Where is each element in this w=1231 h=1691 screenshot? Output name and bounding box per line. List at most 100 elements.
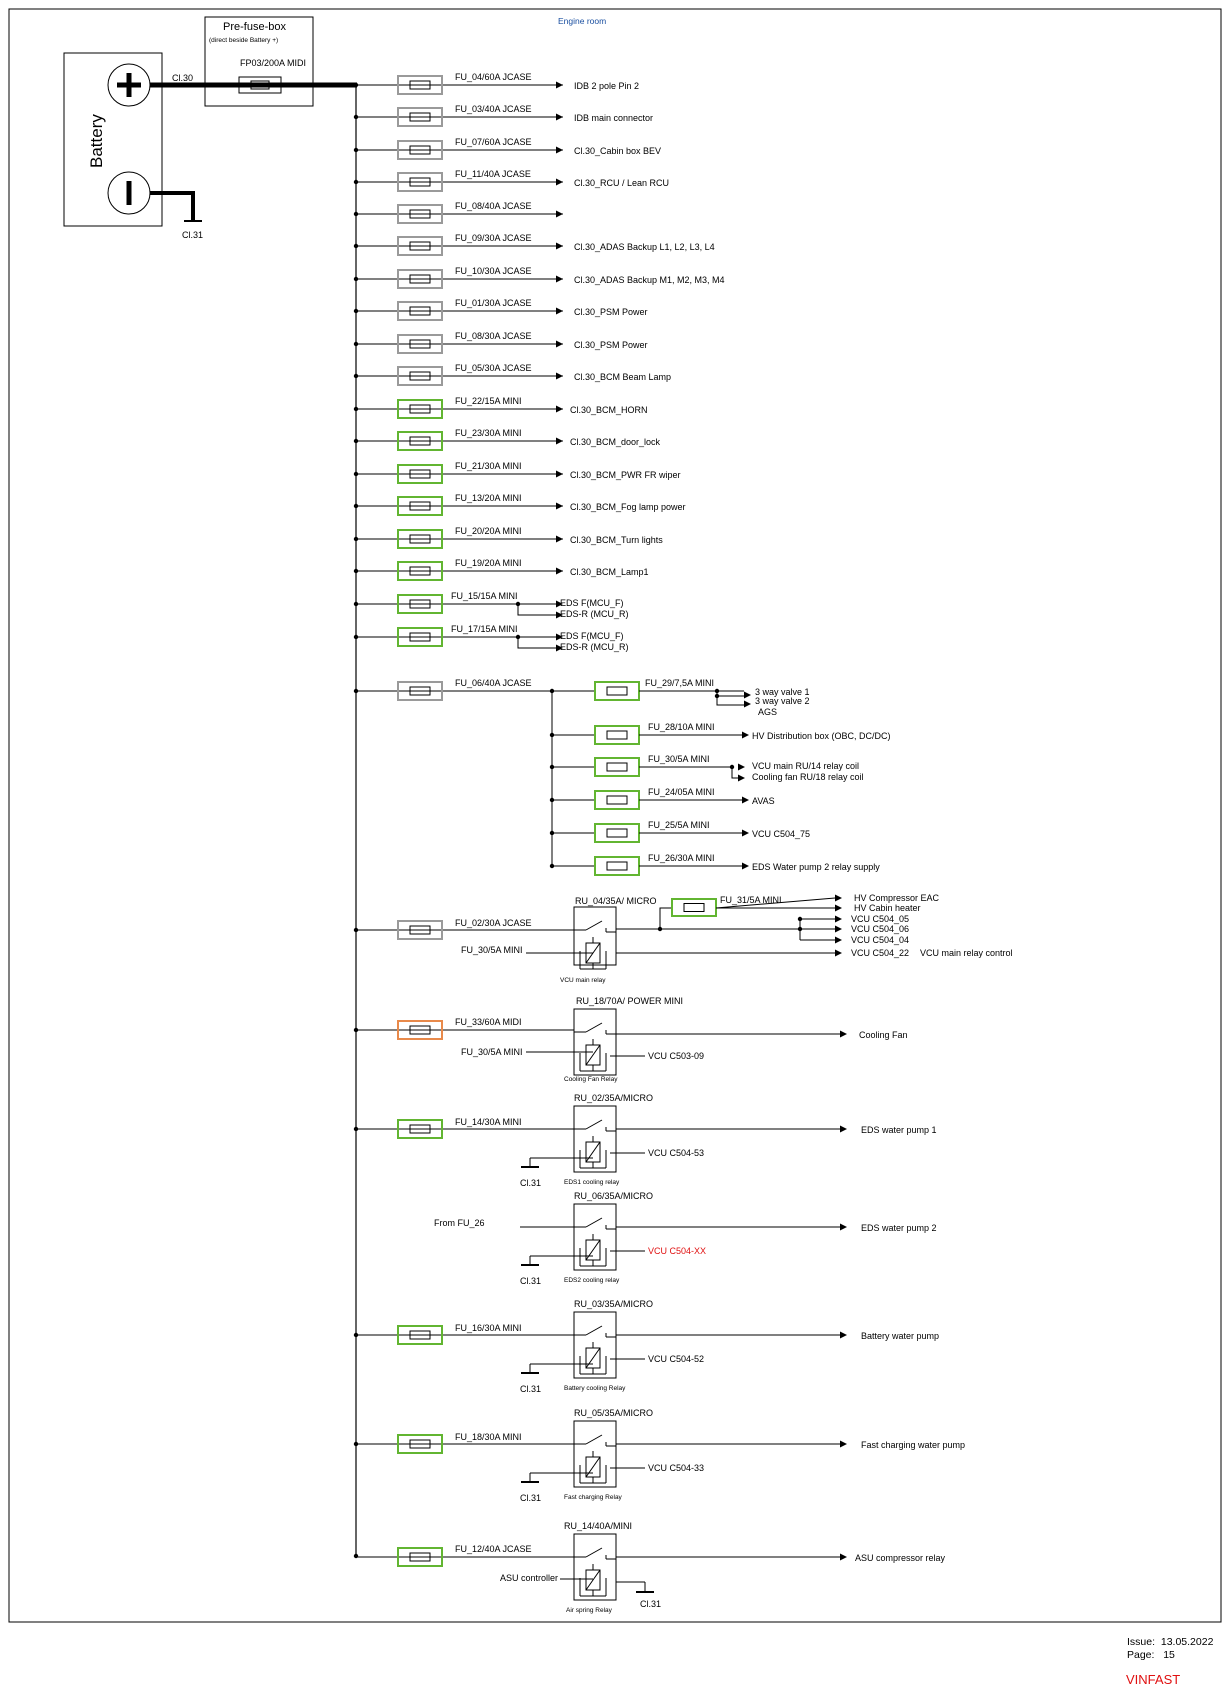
fuse-icon [397,301,443,321]
fuse-icon [397,496,443,516]
fuse-target: AGS [758,707,777,717]
fuse-label: FU_33/60A MIDI [455,1017,522,1027]
fuse-icon [397,681,443,701]
fuse-element-icon [409,404,431,414]
arrow-icon [840,1553,847,1561]
fuse-element-icon [409,469,431,479]
relay-target: HV Cabin heater [854,903,921,913]
junction-dot [353,114,359,120]
fuse-icon [397,399,443,419]
arrow-icon [744,700,751,708]
ground-label: Cl.31 [520,1178,541,1188]
fuse-label: FU_25/5A MINI [648,820,710,830]
junction-dot [353,243,359,249]
fuse-target: EDS-R (MCU_R) [560,642,629,652]
fuse-icon [397,107,443,127]
brand-logo: VINFAST [1126,1672,1181,1687]
fuse-element-icon [409,599,431,609]
junction-dot [353,147,359,153]
fuse-target: Cl.30_Cabin box BEV [574,146,661,156]
fuse-element-icon [409,566,431,576]
fuse-icon [594,725,640,745]
prefuse-fuse-label: FP03/200A MIDI [240,58,306,68]
fuse-target: Cl.30_RCU / Lean RCU [574,178,669,188]
relay-caption: Battery cooling Relay [564,1385,626,1392]
fuse-element-icon [606,686,628,696]
arrow-icon [742,829,749,837]
fuse-label: FU_11/40A JCASE [455,169,531,179]
relay-vcu: VCU C504-53 [648,1148,704,1158]
fuse-label: FU_18/30A MINI [455,1432,522,1442]
fuse-target: Cl.30_BCM_door_lock [570,437,661,447]
fuse-icon [397,140,443,160]
fuse-element-icon [409,925,431,935]
arrow-icon [835,936,842,944]
fuse-target: Cl.30_ADAS Backup M1, M2, M3, M4 [574,275,725,285]
fuse-icon [397,236,443,256]
ground-label: Cl.31 [520,1493,541,1503]
fuse-label: FU_28/10A MINI [648,722,715,732]
fuse-target: 3 way valve 1 [755,687,810,697]
arrow-icon [840,1440,847,1448]
junction-dot [353,276,359,282]
fuse-label: FU_17/15A MINI [451,624,518,634]
relay-label: RU_18/70A/ POWER MINI [576,996,683,1006]
fuse-icon [397,1547,443,1567]
arrow-icon [840,1331,847,1339]
fuse-element-icon [409,1330,431,1340]
fuse-label: FU_15/15A MINI [451,591,518,601]
fuse-target: IDB main connector [574,113,653,123]
fuse-target: Cl.30_PSM Power [574,307,648,317]
arrow-icon [840,1223,847,1231]
fuse-icon [594,790,640,810]
fuse-element-icon [409,145,431,155]
ground-label: Cl.31 [520,1276,541,1286]
relay-caption: Air spring Relay [566,1607,613,1614]
fuse-icon [397,204,443,224]
coil-input: FU_30/5A MINI [461,945,523,955]
relay-icon [573,1203,617,1271]
page-line: Page: 15 [1127,1649,1175,1661]
junction-dot [353,536,359,542]
fuse-target: EDS F(MCU_F) [560,598,624,608]
prefuse-title: Pre-fuse-box [223,21,286,33]
relay-target: EDS water pump 1 [861,1125,937,1135]
fuse-label: FU_21/30A MINI [455,461,522,471]
fuse-target: Cooling fan RU/18 relay coil [752,772,864,782]
arrow-icon [556,437,563,445]
fuse-element-icon [409,501,431,511]
fuse-icon [397,269,443,289]
arrow-icon [835,894,842,902]
from-label: From FU_26 [434,1218,485,1228]
relay-vcu: VCU C504-33 [648,1463,704,1473]
page-title: Engine room [558,16,606,26]
relay-icon [573,1420,617,1488]
issue-label: Issue: [1127,1636,1156,1648]
arrow-icon [556,372,563,380]
junction-dot [353,1553,359,1559]
relay-target: ASU compressor relay [855,1553,946,1563]
fuse-label: FU_12/40A JCASE [455,1544,532,1554]
fuse-element-icon [409,534,431,544]
relay-label: RU_06/35A/MICRO [574,1191,653,1201]
arrow-icon [556,405,563,413]
fuse-icon [397,334,443,354]
fuse-element-icon [409,371,431,381]
page-number: 15 [1163,1649,1175,1661]
arrow-icon [556,502,563,510]
junction-dot [353,211,359,217]
fuse-label: FU_19/20A MINI [455,558,522,568]
relay-target: Battery water pump [861,1331,939,1341]
relay-vcu: VCU C504-52 [648,1354,704,1364]
battery-icon [63,52,163,227]
fuse-element-icon [409,1124,431,1134]
prefuse-subtitle: (direct beside Battery +) [209,37,278,44]
fuse-icon [671,898,717,917]
arrow-icon [556,340,563,348]
junction-dot [353,471,359,477]
arrow-icon [840,1030,847,1038]
fuse-element-icon [409,274,431,284]
fuse-icon [397,529,443,549]
relay-caption: VCU main relay [560,977,606,984]
